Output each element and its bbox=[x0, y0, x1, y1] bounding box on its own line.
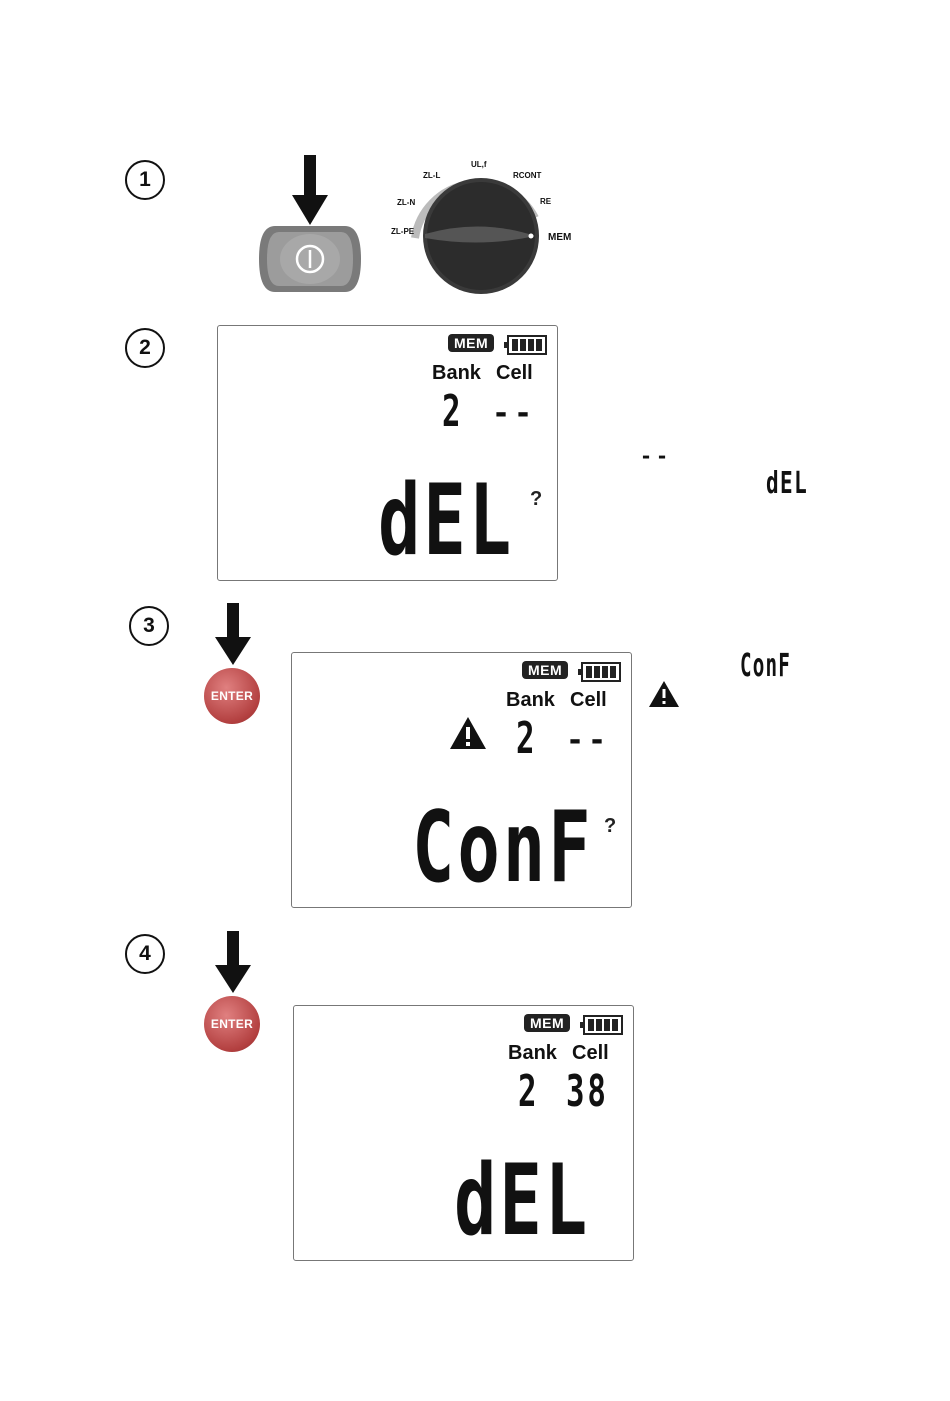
bank-value: 2 bbox=[518, 1066, 539, 1117]
warning-icon bbox=[648, 680, 680, 708]
cell-value: -- bbox=[492, 396, 536, 431]
dial-label-ulf: UL,f bbox=[471, 160, 487, 169]
battery-icon bbox=[580, 1015, 624, 1035]
mem-badge: MEM bbox=[448, 334, 494, 352]
step-number-1: 1 bbox=[125, 160, 165, 200]
side-conf-text: ConF bbox=[740, 646, 791, 684]
bank-value: 2 bbox=[516, 713, 537, 764]
down-arrow-icon bbox=[290, 155, 330, 227]
warning-icon bbox=[448, 715, 488, 751]
dial-label-zln: ZL-N bbox=[397, 198, 415, 207]
enter-button[interactable]: ENTER bbox=[204, 996, 260, 1052]
rotary-dial-icon[interactable]: ZL-PE ZL-N ZL-L UL,f RCONT RE MEM bbox=[385, 158, 585, 300]
lcd-screen-step-3: MEM Bank Cell 2 -- ConF ? bbox=[291, 652, 632, 908]
mem-badge: MEM bbox=[524, 1014, 570, 1032]
down-arrow-icon bbox=[213, 603, 253, 667]
dial-label-mem: MEM bbox=[548, 232, 571, 243]
dial-label-zlpe: ZL-PE bbox=[391, 227, 415, 236]
down-arrow-icon bbox=[213, 931, 253, 995]
power-button-icon[interactable] bbox=[255, 222, 365, 296]
cell-label: Cell bbox=[496, 362, 533, 385]
dial-label-re: RE bbox=[540, 197, 552, 206]
mem-badge: MEM bbox=[522, 661, 568, 679]
cell-value: -- bbox=[566, 723, 610, 758]
cell-label: Cell bbox=[570, 689, 607, 712]
bank-label: Bank bbox=[432, 362, 481, 385]
bank-label: Bank bbox=[506, 689, 555, 712]
main-display-text: ConF bbox=[412, 791, 593, 905]
question-mark: ? bbox=[604, 815, 616, 838]
cell-value: 38 bbox=[566, 1066, 609, 1117]
main-display-text: dEL bbox=[378, 464, 514, 578]
dial-label-zll: ZL-L bbox=[423, 171, 440, 180]
bank-value: 2 bbox=[442, 386, 463, 437]
enter-button[interactable]: ENTER bbox=[204, 668, 260, 724]
step-number-3: 3 bbox=[129, 606, 169, 646]
cell-label: Cell bbox=[572, 1042, 609, 1065]
side-del-text: dEL bbox=[766, 466, 808, 501]
main-display-text: dEL bbox=[454, 1144, 590, 1258]
question-mark: ? bbox=[530, 488, 542, 511]
battery-icon bbox=[578, 662, 622, 682]
step-number-4: 4 bbox=[125, 934, 165, 974]
step-number-2: 2 bbox=[125, 328, 165, 368]
side-dashes: -- bbox=[640, 444, 672, 468]
lcd-screen-step-4: MEM Bank Cell 2 38 dEL bbox=[293, 1005, 634, 1261]
lcd-screen-step-2: MEM Bank Cell 2 -- dEL ? bbox=[217, 325, 558, 581]
bank-label: Bank bbox=[508, 1042, 557, 1065]
battery-icon bbox=[504, 335, 548, 355]
dial-label-rcont: RCONT bbox=[513, 171, 542, 180]
